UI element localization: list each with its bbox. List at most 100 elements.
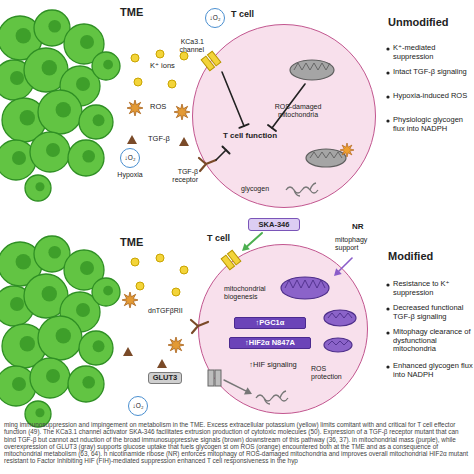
tumor-cell: [68, 366, 104, 402]
bullet-text: Hypoxia-induced ROS: [393, 92, 473, 101]
tumor-cell: [92, 52, 120, 80]
tumor-cell: [60, 292, 100, 332]
inhibition-line: [222, 72, 244, 126]
tumor-nucleus: [80, 261, 94, 275]
glucose-arrow-head: [244, 387, 252, 394]
mitochondrion: [281, 277, 329, 299]
tumor-cell: [60, 66, 100, 106]
glycogen-label: glycogen: [241, 185, 286, 193]
bullet-dot: [386, 283, 389, 286]
tumor-nucleus: [82, 376, 95, 389]
ros-burst: [174, 104, 190, 120]
tumor-cell: [2, 324, 46, 368]
tumor-nucleus: [10, 71, 24, 85]
potassium-ion: [134, 78, 142, 86]
channel-label: KCa3.1 channel: [158, 38, 204, 54]
bullet-text: Intact TGF-β signaling: [393, 68, 473, 77]
potassium-ion: [131, 258, 139, 266]
inhibition-line: [216, 150, 226, 160]
tgf-beta-ligand: [157, 359, 167, 368]
tumor-nucleus: [35, 182, 44, 191]
tumor-cell: [30, 132, 70, 172]
glycogen-chain: [286, 183, 318, 196]
panel-heading: Modified: [388, 250, 474, 263]
potassium-ion: [168, 80, 176, 88]
potassium-channel: [227, 250, 240, 265]
mitochondrion-cristae: [328, 313, 352, 318]
inhibition-line: [272, 84, 305, 128]
oxygen-label: ↓O₂: [121, 154, 139, 161]
t-cell: T cellmitochondrial biogenesis↑HIF signa…: [198, 244, 368, 414]
mitochondrion-cristae: [328, 341, 348, 345]
tumor-nucleus: [46, 143, 60, 157]
protein-label: ↑HIF2α N847A: [230, 339, 310, 348]
tumor-cell: [34, 10, 70, 46]
tumor-cell: [0, 16, 42, 60]
potassium-ion: [136, 282, 144, 290]
ros-burst: [340, 143, 354, 157]
tgf-beta-receptor: [199, 158, 216, 171]
mitophagy-arrow-head: [334, 268, 342, 276]
inhibition-line-bar: [239, 124, 248, 128]
tumor-cell: [64, 24, 104, 64]
tumor-cell: [64, 250, 104, 290]
bullet-dot: [386, 95, 389, 98]
bullet-text: K⁺-mediated suppression: [393, 44, 473, 61]
tumor-nucleus: [12, 377, 26, 391]
tumor-nucleus: [16, 28, 31, 43]
cell-title: T cell: [231, 9, 281, 19]
tgf-beta-ligand: [127, 135, 137, 144]
inhibition-line-bar: [222, 146, 229, 153]
oxygen-label: ↓O₂: [206, 14, 224, 21]
potassium-channel: [207, 51, 220, 66]
oxygen-circle: ↓O₂: [205, 8, 225, 28]
tumor-nucleus: [10, 297, 24, 311]
potassium-ion: [156, 254, 164, 262]
bullet-text: Resistance to K⁺ suppression: [393, 280, 473, 297]
tumor-cell: [2, 98, 46, 142]
panel-label: TME: [120, 236, 160, 249]
glucose-transporter: [208, 370, 214, 386]
cell-title: T cell: [207, 233, 247, 243]
mitophagy-arrow: [339, 258, 352, 271]
tumor-nucleus: [93, 114, 105, 126]
tumor-nucleus: [76, 303, 90, 317]
tumor-cell: [0, 242, 42, 286]
cytokine-label: TGF-β: [148, 135, 188, 144]
mitochondrion: [290, 60, 334, 80]
tumor-nucleus: [80, 35, 94, 49]
hypoxia-circle: ↓O₂Hypoxia: [120, 148, 140, 168]
tumor-cell: [79, 105, 113, 139]
mitochondrion-cristae: [310, 152, 342, 158]
panel-heading: Unmodified: [388, 16, 474, 29]
mitochondrion-cristae: [285, 280, 325, 288]
function-label: T cell function: [221, 131, 279, 140]
bullet-dot: [386, 365, 389, 368]
tumor-cell: [38, 316, 82, 360]
tumor-nucleus: [82, 150, 95, 163]
transporter-box: GLUT3: [148, 372, 182, 384]
ros-burst: [127, 100, 143, 116]
biogenesis-label: mitochondrial biogenesis: [224, 285, 276, 301]
glycogen-chain: [256, 391, 288, 404]
protection-label: ROS protection: [311, 365, 356, 381]
mitochondrion: [324, 338, 352, 352]
tumor-nucleus: [20, 336, 35, 351]
tumor-cell: [0, 60, 34, 100]
tumor-cell: [24, 48, 68, 92]
tumor-nucleus: [56, 328, 71, 343]
tumor-nucleus: [12, 151, 26, 165]
bullet-text: Physiologic glycogen flux into NADPH: [393, 116, 473, 133]
tumor-nucleus: [20, 110, 35, 125]
tumor-cell: [0, 140, 36, 180]
potassium-ion: [180, 52, 188, 60]
hypoxia-circle: ↓O₂: [128, 396, 148, 416]
tgf-beta-ligand: [123, 347, 133, 356]
protein-label: ↑PGC1α: [235, 319, 305, 328]
tumor-nucleus: [103, 60, 113, 70]
activation-arrow: [247, 233, 262, 246]
tumor-cell: [92, 278, 120, 306]
protein-box: ↑HIF2α N847A: [229, 337, 311, 349]
activation-arrow-head: [242, 243, 250, 251]
